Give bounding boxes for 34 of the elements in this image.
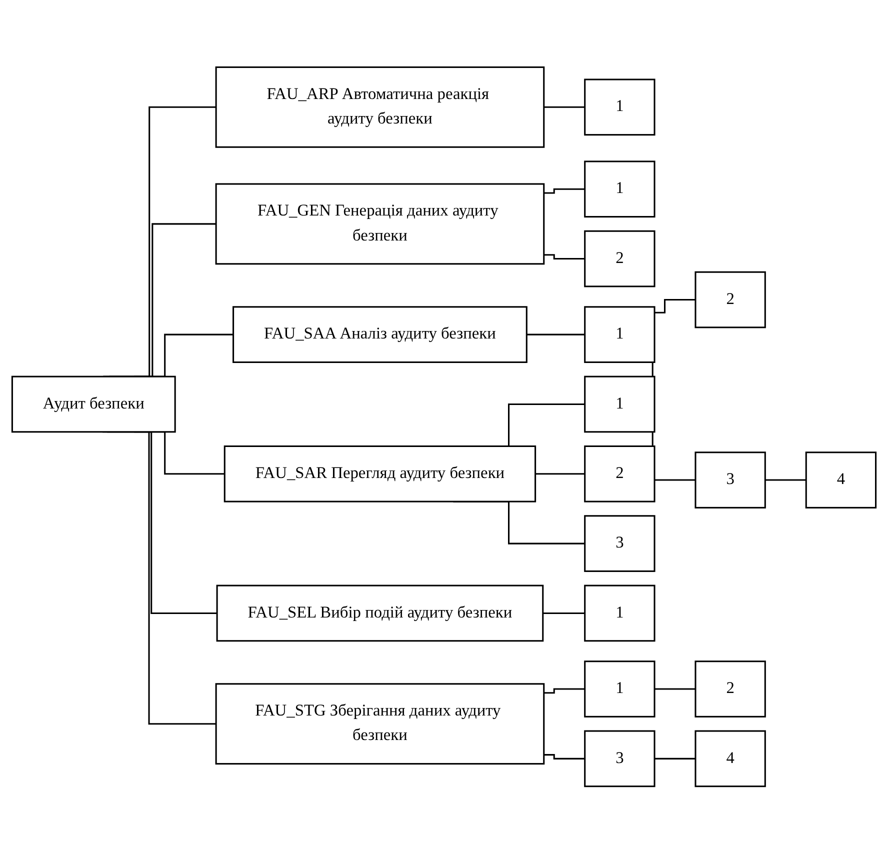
connector xyxy=(544,688,585,694)
connector xyxy=(526,334,585,336)
node-box: FAU_SAA Аналіз аудиту безпеки xyxy=(232,306,528,363)
node-box: 1 xyxy=(584,376,656,432)
node-box: 2 xyxy=(694,271,766,328)
node-box: FAU_ARP Автоматична реакція аудиту безпеки xyxy=(215,66,545,148)
node-box: 2 xyxy=(694,660,766,718)
node-box: 3 xyxy=(584,730,656,787)
node-box: 2 xyxy=(584,445,656,502)
node-box: FAU_STG Зберігання даних аудиту безпеки xyxy=(215,682,545,764)
node-box: 1 xyxy=(584,306,656,363)
node-box: 3 xyxy=(584,514,656,572)
node-box: 3 xyxy=(694,451,766,508)
node-box: FAU_SEL Вибір подій аудиту безпеки xyxy=(216,584,544,642)
node-box: 4 xyxy=(805,451,877,508)
connector xyxy=(535,472,585,474)
connector xyxy=(542,612,585,614)
node-box: 4 xyxy=(694,730,766,787)
node-box: FAU_SAR Перегляд аудиту безпеки xyxy=(224,445,536,502)
node-box: Аудит безпеки xyxy=(11,376,176,432)
connector xyxy=(654,758,696,760)
connector xyxy=(544,106,585,108)
node-box: FAU_GEN Генерація даних аудиту безпеки xyxy=(215,182,545,264)
node-box: 1 xyxy=(584,160,656,218)
connector xyxy=(544,254,585,260)
node-box: 1 xyxy=(584,78,656,136)
node-box: 1 xyxy=(584,660,656,718)
connector xyxy=(765,479,806,481)
node-box: 2 xyxy=(584,230,656,287)
connector xyxy=(654,298,696,314)
connector xyxy=(654,688,696,690)
node-box: 1 xyxy=(584,584,656,642)
connector xyxy=(544,754,585,760)
connector xyxy=(544,188,585,194)
